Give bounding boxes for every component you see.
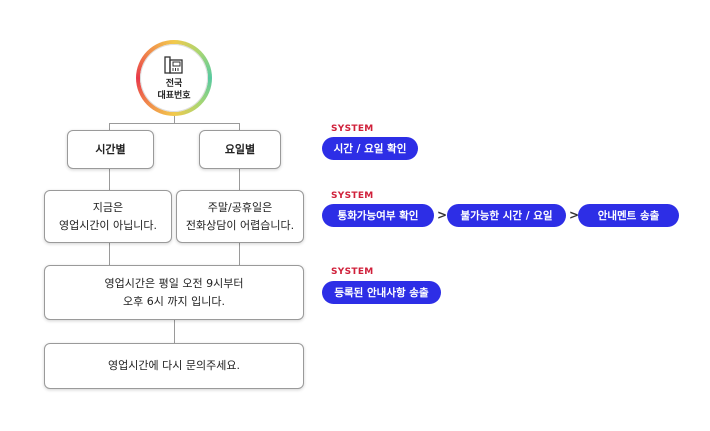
chevron-right-icon: > (569, 208, 580, 222)
business-hours-info: 영업시간은 평일 오전 9시부터 오후 6시 까지 입니다. (44, 265, 304, 320)
step-play-announcement: 안내멘트 송출 (578, 204, 679, 227)
connector (109, 123, 240, 124)
connector (109, 241, 110, 265)
step-check-time-day: 시간 / 요일 확인 (322, 137, 418, 160)
root-node: 전국 대표번호 (136, 40, 212, 116)
connector (109, 123, 110, 131)
connector (109, 167, 110, 190)
chevron-right-icon: > (437, 208, 448, 222)
phone-icon (164, 56, 183, 74)
message-day: 주말/공휴일은 전화상담이 어렵습니다. (176, 190, 304, 243)
root-label: 전국 대표번호 (157, 78, 191, 101)
connector (239, 167, 240, 190)
step-check-availability: 통화가능여부 확인 (322, 204, 434, 227)
branch-day: 요일별 (199, 130, 281, 169)
final-message: 영업시간에 다시 문의주세요. (44, 343, 304, 389)
connector (239, 123, 240, 131)
system-tag: SYSTEM (331, 191, 374, 201)
connector (174, 116, 175, 124)
message-time: 지금은 영업시간이 아닙니다. (44, 190, 172, 243)
step-registered-notice: 등록된 안내사항 송출 (322, 281, 441, 304)
step-unavailable-time-day: 불가능한 시간 / 요일 (447, 204, 566, 227)
system-tag: SYSTEM (331, 267, 374, 277)
connector (174, 318, 175, 343)
connector (239, 241, 240, 265)
system-tag: SYSTEM (331, 124, 374, 134)
branch-time: 시간별 (67, 130, 154, 169)
